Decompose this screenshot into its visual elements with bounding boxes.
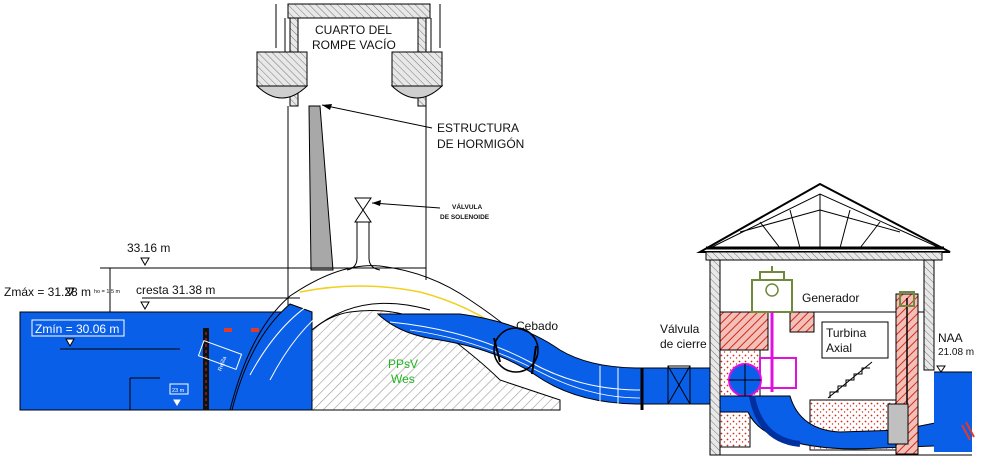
level-crest-label: cresta 31.38 m (136, 283, 215, 297)
siphon-body-label-line2: Wes (391, 372, 415, 386)
powerhouse: Generador Turbina Axial NAA 21.08 m (696, 182, 975, 456)
vacuum-breaker-tower: CUARTO DEL ROMPE VACÍO (255, 3, 444, 312)
solenoid-label-line1: VÁLVULA (452, 202, 483, 211)
level-top-label: 33.16 m (127, 241, 170, 255)
level-h0-label: ho = 1.5 m (94, 289, 121, 295)
structure-label-line1: ESTRUCTURA (437, 121, 519, 135)
shutoff-valve-label-line1: Válvula (660, 322, 700, 336)
siphon-body: PPsV Wes (229, 265, 561, 411)
level-min-label: Zmín = 30.06 m (35, 322, 119, 336)
solenoid-valve: VÁLVULA DE SOLENOIDE (346, 197, 490, 271)
level-max-label: Zmáx = 31.28 m (4, 285, 91, 299)
tailwater-label: NAA (938, 331, 963, 345)
valve-icon (354, 197, 372, 223)
structure-label-line2: DE HORMIGÓN (437, 136, 524, 151)
room-label-line2: ROMPE VACÍO (312, 37, 396, 52)
generator-icon (751, 266, 793, 313)
priming-label: Cebado (516, 319, 558, 333)
rejilla-label: Rejilla (217, 355, 228, 372)
generator-label: Generador (802, 291, 859, 305)
structure-callout: ESTRUCTURA DE HORMIGÓN (321, 104, 524, 151)
turbine-label-line2: Axial (826, 341, 852, 355)
tailwater-value: 21.08 m (938, 347, 974, 358)
depth-mark-label: 23 m (172, 388, 185, 394)
shutoff-valve-label-line2: de cierre (660, 337, 707, 351)
room-label-line1: CUARTO DEL (315, 23, 392, 37)
siphon-body-label-line1: PPsV (388, 357, 418, 371)
level-marker-icon (65, 257, 181, 406)
priming-ring (493, 327, 539, 373)
turbine-label-line1: Turbina (826, 326, 867, 340)
solenoid-label-line2: DE SOLENOIDE (440, 214, 490, 221)
penstock: Cebado Válvula de cierre (376, 313, 721, 410)
turbine-icon (728, 357, 797, 397)
